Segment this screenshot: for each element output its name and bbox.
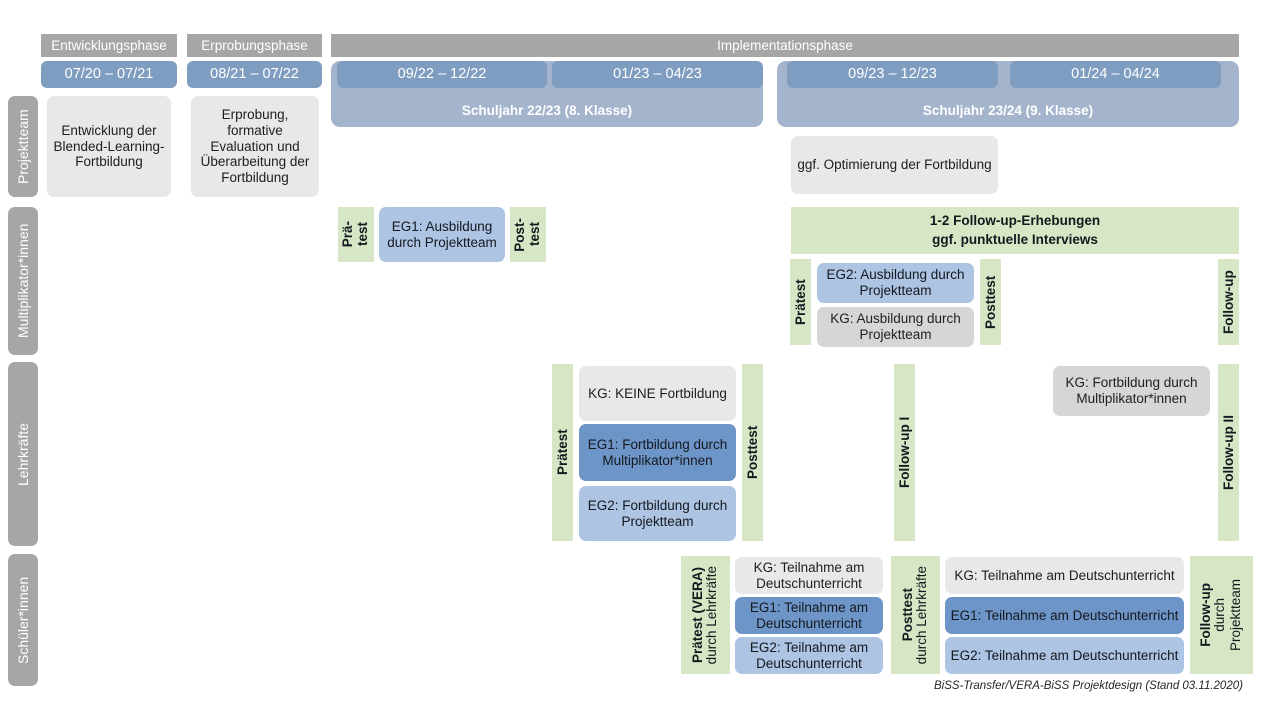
task-label: KG: KEINE Fortbildung bbox=[588, 385, 727, 401]
date-bar-0123-0423: 01/23 – 04/23 bbox=[552, 61, 763, 88]
posttest-line2: test bbox=[526, 222, 542, 247]
schuljahr-label: Schuljahr 23/24 (9. Klasse) bbox=[922, 103, 1094, 119]
sidebar-item-label: Schüler*innen bbox=[15, 576, 31, 664]
posttest-label: Posttest bbox=[983, 275, 998, 329]
praetest-vera-schueler: Prätest (VERA) durch Lehrkräfte bbox=[681, 556, 730, 674]
praetest-line2: test bbox=[354, 222, 370, 247]
task-label: EG1: Teilnahme am Deutschunterricht bbox=[950, 607, 1179, 623]
task-kg-teilnahme-deutschunterricht-2: KG: Teilnahme am Deutschunterricht bbox=[945, 557, 1184, 594]
followup-schueler: Follow-up durch Projektteam bbox=[1190, 556, 1253, 674]
praetest-line1: Prä- bbox=[340, 221, 356, 248]
followup-sub2: Projektteam bbox=[1227, 578, 1243, 652]
task-eg1-teilnahme-deutschunterricht: EG1: Teilnahme am Deutschunterricht bbox=[735, 597, 883, 634]
sidebar-item-label: Multiplikator*innen bbox=[15, 223, 31, 339]
followup-sub1: durch bbox=[1212, 598, 1228, 632]
posttest-label: Posttest bbox=[899, 588, 915, 642]
posttest-sub: durch Lehrkräfte bbox=[914, 565, 929, 665]
task-eg1-ausbildung-projektteam: EG1: Ausbildung durch Projektteam bbox=[379, 207, 505, 262]
date-label: 08/21 – 07/22 bbox=[210, 65, 299, 82]
phase-header-label: Entwicklungsphase bbox=[51, 37, 167, 53]
task-label: EG1: Ausbildung durch Projektteam bbox=[387, 218, 497, 250]
posttest-label: Posttest bbox=[745, 425, 760, 480]
schuljahr-label: Schuljahr 22/23 (8. Klasse) bbox=[461, 103, 633, 119]
sidebar-item-projektteam[interactable]: Projektteam bbox=[8, 96, 38, 197]
task-eg2-teilnahme-deutschunterricht-2: EG2: Teilnahme am Deutschunterricht bbox=[945, 637, 1184, 674]
sidebar-item-label: Projektteam bbox=[15, 109, 31, 184]
task-label: KG: Teilnahme am Deutschunterricht bbox=[753, 559, 865, 591]
date-label: 09/22 – 12/22 bbox=[397, 65, 487, 82]
task-eg1-teilnahme-deutschunterricht-2: EG1: Teilnahme am Deutschunterricht bbox=[945, 597, 1184, 634]
followup-ii-lehrkraefte: Follow-up II bbox=[1218, 364, 1239, 541]
task-eg2-fortbildung-projektteam: EG2: Fortbildung durch Projektteam bbox=[579, 486, 736, 541]
followup-label: Follow-up II bbox=[1221, 415, 1236, 490]
task-label: Erprobung, formative Evaluation und Über… bbox=[200, 106, 310, 186]
followup-label: Follow-up bbox=[1221, 270, 1236, 334]
task-label: EG2: Teilnahme am Deutschunterricht bbox=[749, 639, 869, 671]
task-eg2-ausbildung-projektteam: EG2: Ausbildung durch Projektteam bbox=[817, 263, 974, 303]
followup-banner-line1: 1-2 Follow-up-Erhebungen bbox=[929, 213, 1101, 229]
phase-header-label: Erprobungsphase bbox=[201, 37, 308, 53]
posttest-line1: Post- bbox=[512, 217, 528, 252]
date-label: 01/23 – 04/23 bbox=[613, 65, 702, 82]
praetest-lehrkraefte: Prätest bbox=[552, 364, 573, 541]
followup-multiplikatoren: Follow-up bbox=[1218, 259, 1239, 345]
sidebar-item-multiplikatorinnen[interactable]: Multiplikator*innen bbox=[8, 207, 38, 355]
phase-header-entwicklungsphase: Entwicklungsphase bbox=[41, 34, 177, 57]
followup-erhebungen-banner: 1-2 Follow-up-Erhebungen ggf. punktuelle… bbox=[791, 207, 1239, 254]
task-entwicklung-blended-learning: Entwicklung der Blended-Learning-Fortbil… bbox=[47, 96, 171, 197]
posttest-multiplikatoren-early: Post- test bbox=[510, 207, 546, 262]
praetest-label: Prätest bbox=[555, 429, 570, 476]
posttest-multiplikatoren: Posttest bbox=[980, 259, 1001, 345]
date-bar-0821-0722: 08/21 – 07/22 bbox=[187, 61, 322, 88]
date-bar-0923-1223: 09/23 – 12/23 bbox=[787, 61, 998, 88]
task-optimierung-fortbildung: ggf. Optimierung der Fortbildung bbox=[791, 136, 998, 194]
phase-header-label: Implementationsphase bbox=[717, 37, 853, 53]
task-label: KG: Fortbildung durch Multiplikator*inne… bbox=[1065, 375, 1198, 406]
followup-banner-line2: ggf. punktuelle Interviews bbox=[932, 231, 1098, 247]
task-label: EG1: Teilnahme am Deutschunterricht bbox=[749, 599, 869, 631]
task-label: Entwicklung der Blended-Learning-Fortbil… bbox=[53, 122, 165, 170]
sidebar-item-label: Lehrkräfte bbox=[15, 422, 31, 486]
task-eg2-teilnahme-deutschunterricht: EG2: Teilnahme am Deutschunterricht bbox=[735, 637, 883, 674]
task-kg-ausbildung-projektteam: KG: Ausbildung durch Projektteam bbox=[817, 307, 974, 347]
task-label: EG2: Teilnahme am Deutschunterricht bbox=[950, 647, 1179, 663]
posttest-lehrkraefte: Posttest bbox=[742, 364, 763, 541]
task-label: EG2: Ausbildung durch Projektteam bbox=[826, 267, 965, 298]
date-label: 09/23 – 12/23 bbox=[848, 65, 937, 82]
phase-header-erprobungsphase: Erprobungsphase bbox=[187, 34, 322, 57]
date-bar-0922-1222: 09/22 – 12/22 bbox=[337, 61, 547, 88]
date-label: 01/24 – 04/24 bbox=[1071, 65, 1160, 82]
task-kg-teilnahme-deutschunterricht: KG: Teilnahme am Deutschunterricht bbox=[735, 557, 883, 594]
task-erprobung-evaluation: Erprobung, formative Evaluation und Über… bbox=[191, 96, 319, 197]
praetest-multiplikatoren: Prätest bbox=[790, 259, 811, 345]
date-bar-0720-0721: 07/20 – 07/21 bbox=[41, 61, 177, 88]
followup-i-lehrkraefte: Follow-up I bbox=[894, 364, 915, 541]
task-label: ggf. Optimierung der Fortbildung bbox=[797, 157, 992, 173]
praetest-label: Prätest bbox=[793, 279, 808, 325]
task-kg-keine-fortbildung: KG: KEINE Fortbildung bbox=[579, 366, 736, 421]
posttest-schueler: Posttest durch Lehrkräfte bbox=[891, 556, 940, 674]
followup-label: Follow-up I bbox=[897, 416, 912, 489]
sidebar-item-lehrkraefte[interactable]: Lehrkräfte bbox=[8, 362, 38, 546]
praetest-vera-sub: durch Lehrkräfte bbox=[704, 565, 719, 665]
task-label: EG2: Fortbildung durch Projektteam bbox=[587, 497, 728, 529]
task-label: KG: Ausbildung durch Projektteam bbox=[830, 311, 961, 342]
date-bar-0124-0424: 01/24 – 04/24 bbox=[1010, 61, 1221, 88]
praetest-vera-label: Prätest (VERA) bbox=[689, 566, 705, 664]
sidebar-item-schuelerinnen[interactable]: Schüler*innen bbox=[8, 554, 38, 686]
task-label: KG: Teilnahme am Deutschunterricht bbox=[954, 567, 1175, 583]
footer-note: BiSS-Transfer/VERA-BiSS Projektdesign (S… bbox=[934, 680, 1243, 692]
task-eg1-fortbildung-multiplikatoren: EG1: Fortbildung durch Multiplikator*inn… bbox=[579, 424, 736, 481]
praetest-multiplikatoren-early: Prä- test bbox=[338, 207, 374, 262]
phase-header-implementationsphase: Implementationsphase bbox=[331, 34, 1239, 57]
task-label: EG1: Fortbildung durch Multiplikator*inn… bbox=[587, 436, 728, 468]
date-label: 07/20 – 07/21 bbox=[64, 65, 154, 82]
task-kg-fortbildung-multiplikatoren: KG: Fortbildung durch Multiplikator*inne… bbox=[1053, 366, 1210, 416]
